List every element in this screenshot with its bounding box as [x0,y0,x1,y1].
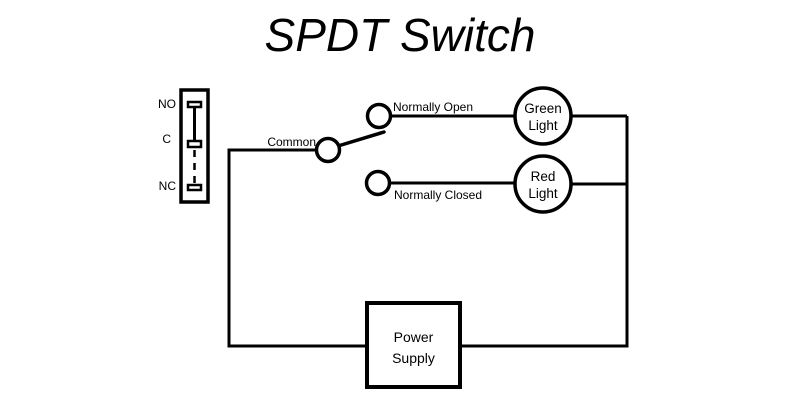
common-terminal-circle [314,136,342,164]
normally-closed-terminal-circle [364,169,392,197]
normally-closed-label: Normally Closed [394,188,482,202]
switch-contacts: Common Normally Open Normally Closed [267,100,482,202]
normally-open-terminal-circle [365,102,393,130]
switch-arm [336,130,386,148]
wire-power-supply-to-lights [460,116,629,348]
wire-common-to-power-supply [227,148,367,348]
normally-open-label: Normally Open [393,100,473,114]
red-light-circle [513,154,573,214]
red-light: Red Light [513,154,573,214]
slider-terminal-nc [186,183,203,192]
red-light-label-line2: Light [528,186,558,201]
slider-body [179,88,210,204]
slider-terminal-no [186,100,203,109]
pin-label-nc: NC [159,179,177,193]
common-label: Common [267,135,316,149]
wires [227,114,629,348]
power-supply: Power Supply [365,301,462,389]
pin-label-c: C [162,132,171,146]
red-light-label-line1: Red [531,169,556,184]
green-light-label-line2: Light [528,118,558,133]
power-supply-label-line2: Supply [392,350,435,366]
green-light-circle [513,86,573,146]
spdt-slider-symbol: NO C NC [158,88,210,204]
pin-label-no: NO [158,97,176,111]
power-supply-box [365,301,462,389]
power-supply-label-line1: Power [394,329,434,345]
page-title: SPDT Switch [265,9,536,61]
slider-terminal-c [186,139,203,149]
green-light: Green Light [513,86,573,146]
green-light-label-line1: Green [524,101,562,116]
